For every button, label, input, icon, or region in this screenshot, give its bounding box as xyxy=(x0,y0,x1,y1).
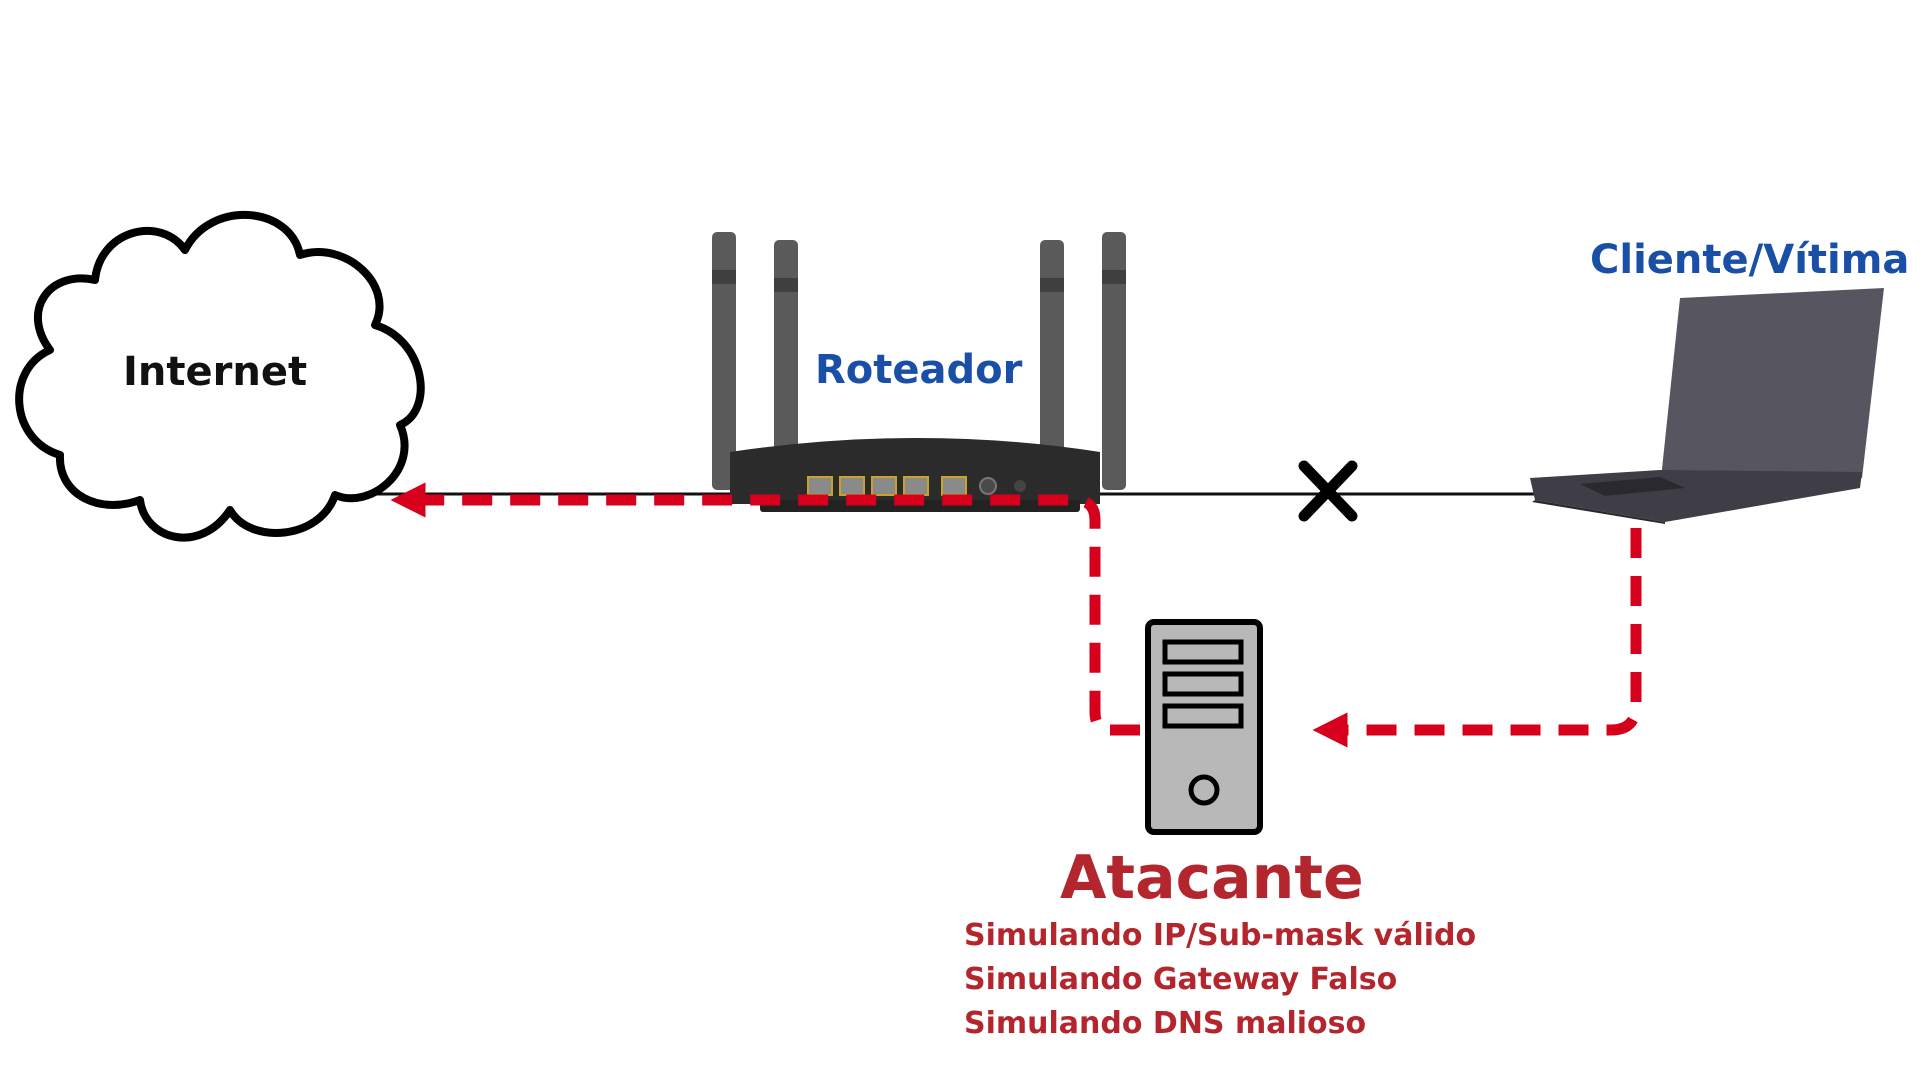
attacker-label: Atacante xyxy=(1060,843,1364,913)
attacker-actions-list: Simulando IP/Sub-mask válido Simulando G… xyxy=(964,914,1476,1046)
laptop-icon xyxy=(1530,288,1884,524)
cloud-icon xyxy=(15,211,425,542)
internet-label: Internet xyxy=(123,349,308,395)
client-victim-label: Cliente/Vítima xyxy=(1590,237,1910,283)
attacker-action-ip: Simulando IP/Sub-mask válido xyxy=(964,918,1477,953)
attack-path-client-to-attacker xyxy=(1312,528,1642,748)
router-label: Roteador xyxy=(815,347,1023,393)
x-mark-icon xyxy=(1298,460,1358,522)
attack-path-attacker-to-internet xyxy=(390,482,1140,736)
server-icon xyxy=(1145,619,1263,835)
attacker-action-dns: Simulando DNS malioso xyxy=(964,1006,1367,1041)
router-icon xyxy=(712,232,1126,512)
attacker-action-gateway: Simulando Gateway Falso xyxy=(964,962,1398,997)
